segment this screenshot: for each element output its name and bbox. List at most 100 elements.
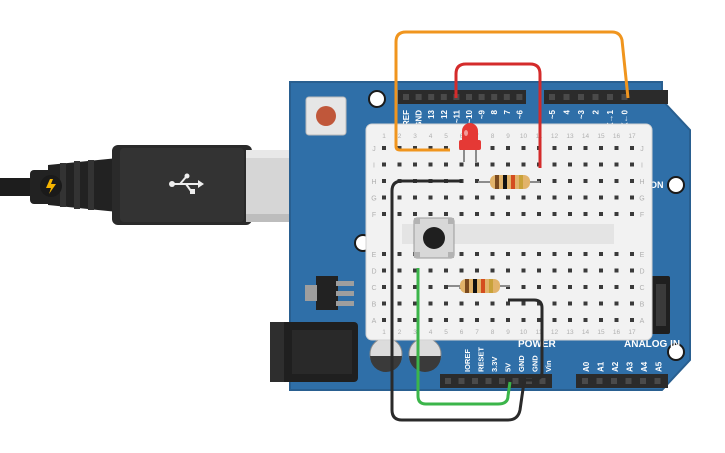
breadboard-hole[interactable] xyxy=(397,162,402,167)
breadboard-hole[interactable] xyxy=(444,146,448,150)
digital-pin-13[interactable] xyxy=(592,94,599,100)
analog-pin[interactable] xyxy=(611,378,617,384)
breadboard-hole[interactable] xyxy=(630,268,634,273)
wire-orange[interactable] xyxy=(394,30,630,152)
breadboard-hole[interactable] xyxy=(537,301,541,306)
breadboard-hole[interactable] xyxy=(506,146,510,150)
breadboard-hole[interactable] xyxy=(413,212,417,216)
breadboard-hole[interactable] xyxy=(428,195,433,200)
breadboard-hole[interactable] xyxy=(630,212,634,216)
breadboard-hole[interactable] xyxy=(506,162,510,167)
breadboard-hole[interactable] xyxy=(397,268,402,273)
analog-pin[interactable] xyxy=(582,378,588,384)
analog-pin[interactable] xyxy=(625,378,632,384)
breadboard-hole[interactable] xyxy=(552,146,557,150)
led-red[interactable] xyxy=(459,123,481,162)
breadboard-hole[interactable] xyxy=(506,195,510,200)
pushbutton[interactable] xyxy=(413,217,455,259)
breadboard-hole[interactable] xyxy=(630,301,634,306)
breadboard-hole[interactable] xyxy=(459,252,464,256)
breadboard-hole[interactable] xyxy=(568,252,572,256)
breadboard-hole[interactable] xyxy=(599,195,603,200)
breadboard-hole[interactable] xyxy=(413,318,417,322)
breadboard-hole[interactable] xyxy=(614,146,619,150)
breadboard-hole[interactable] xyxy=(599,179,603,183)
digital-pin-6[interactable] xyxy=(478,94,485,100)
digital-pin-8[interactable] xyxy=(503,94,510,100)
breadboard-hole[interactable] xyxy=(630,162,634,167)
breadboard-hole[interactable] xyxy=(428,212,433,216)
breadboard-hole[interactable] xyxy=(382,162,386,167)
digital-pin-2[interactable] xyxy=(428,94,435,100)
breadboard-hole[interactable] xyxy=(521,162,526,167)
breadboard-hole[interactable] xyxy=(521,146,526,150)
breadboard-hole[interactable] xyxy=(552,301,557,306)
analog-pin[interactable] xyxy=(640,378,646,384)
breadboard-hole[interactable] xyxy=(459,195,464,200)
breadboard-hole[interactable] xyxy=(382,195,386,200)
breadboard-hole[interactable] xyxy=(397,318,402,322)
breadboard-hole[interactable] xyxy=(459,318,464,322)
breadboard-hole[interactable] xyxy=(630,285,634,289)
breadboard-hole[interactable] xyxy=(428,285,433,289)
breadboard-hole[interactable] xyxy=(537,195,541,200)
digital-header[interactable] xyxy=(398,90,668,104)
resistor-top[interactable] xyxy=(478,175,540,189)
breadboard-hole[interactable] xyxy=(537,318,541,322)
breadboard-hole[interactable] xyxy=(552,162,557,167)
breadboard-hole[interactable] xyxy=(614,162,619,167)
power-pin[interactable] xyxy=(445,378,451,384)
breadboard-hole[interactable] xyxy=(537,268,541,273)
breadboard-hole[interactable] xyxy=(475,179,479,183)
breadboard-hole[interactable] xyxy=(614,179,619,183)
breadboard-hole[interactable] xyxy=(490,212,495,216)
breadboard-hole[interactable] xyxy=(428,146,433,150)
breadboard-hole[interactable] xyxy=(490,195,495,200)
breadboard-hole[interactable] xyxy=(382,212,386,216)
breadboard-hole[interactable] xyxy=(599,146,603,150)
breadboard-hole[interactable] xyxy=(583,179,588,183)
reset-button[interactable] xyxy=(305,96,347,136)
breadboard-hole[interactable] xyxy=(413,195,417,200)
breadboard-hole[interactable] xyxy=(614,195,619,200)
breadboard-hole[interactable] xyxy=(506,252,510,256)
breadboard-hole[interactable] xyxy=(568,162,572,167)
breadboard-hole[interactable] xyxy=(382,146,386,150)
breadboard-hole[interactable] xyxy=(444,301,448,306)
breadboard-hole[interactable] xyxy=(599,268,603,273)
breadboard-hole[interactable] xyxy=(397,301,402,306)
breadboard-hole[interactable] xyxy=(583,162,588,167)
breadboard-hole[interactable] xyxy=(537,285,541,289)
breadboard-hole[interactable] xyxy=(444,285,448,289)
breadboard-hole[interactable] xyxy=(444,162,448,167)
analog-pin[interactable] xyxy=(596,378,603,384)
breadboard-hole[interactable] xyxy=(521,285,526,289)
breadboard-hole[interactable] xyxy=(413,301,417,306)
breadboard-hole[interactable] xyxy=(599,252,603,256)
breadboard-hole[interactable] xyxy=(490,268,495,273)
breadboard-hole[interactable] xyxy=(475,318,479,322)
breadboard-hole[interactable] xyxy=(521,268,526,273)
breadboard-hole[interactable] xyxy=(583,268,588,273)
breadboard-hole[interactable] xyxy=(630,179,634,183)
breadboard-hole[interactable] xyxy=(568,212,572,216)
breadboard-hole[interactable] xyxy=(506,318,510,322)
breadboard-hole[interactable] xyxy=(397,252,402,256)
digital-pin-3[interactable] xyxy=(440,94,447,100)
breadboard-hole[interactable] xyxy=(506,212,510,216)
breadboard-hole[interactable] xyxy=(397,285,402,289)
power-pin[interactable] xyxy=(485,378,492,384)
breadboard-hole[interactable] xyxy=(506,301,510,306)
breadboard-hole[interactable] xyxy=(521,301,526,306)
breadboard-hole[interactable] xyxy=(428,318,433,322)
breadboard-hole[interactable] xyxy=(537,252,541,256)
breadboard-hole[interactable] xyxy=(382,285,386,289)
breadboard-hole[interactable] xyxy=(599,162,603,167)
breadboard-hole[interactable] xyxy=(614,318,619,322)
wire-black-top[interactable] xyxy=(390,179,526,422)
digital-pin-14[interactable] xyxy=(607,94,613,100)
wire-black-bottom[interactable] xyxy=(508,298,544,382)
breadboard-hole[interactable] xyxy=(490,146,495,150)
breadboard-hole[interactable] xyxy=(552,285,557,289)
